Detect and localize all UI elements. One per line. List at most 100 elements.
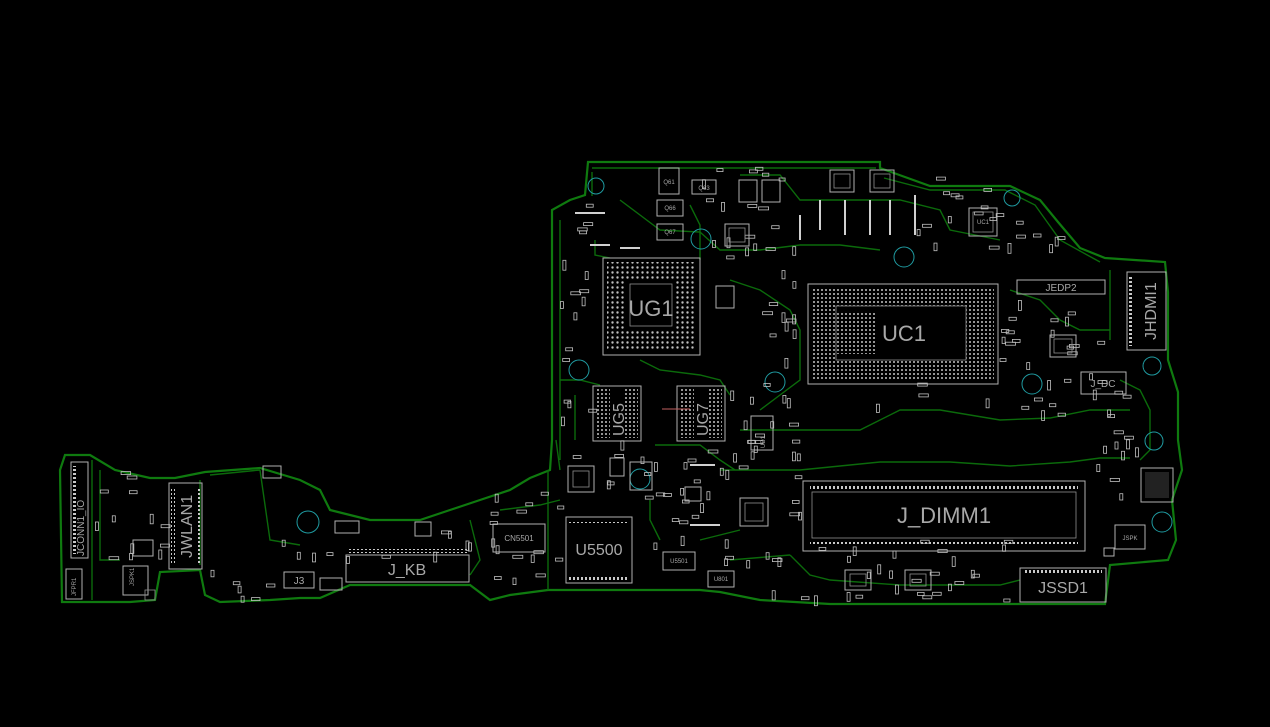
passive-part bbox=[1041, 410, 1045, 421]
j-kb-connector: J_KB bbox=[345, 549, 470, 583]
passive-part bbox=[1114, 390, 1124, 395]
passive-part bbox=[936, 176, 946, 181]
passive-part bbox=[746, 560, 751, 569]
passive-part bbox=[579, 289, 590, 294]
passive-part bbox=[654, 462, 658, 472]
passive-part bbox=[326, 552, 334, 556]
passive-part bbox=[725, 555, 734, 560]
u5500-label: U5500 bbox=[575, 542, 622, 559]
passive-part bbox=[1064, 378, 1072, 383]
passive-part bbox=[126, 475, 138, 480]
passive-part bbox=[640, 456, 645, 464]
passive-part bbox=[1097, 340, 1106, 345]
passive-part bbox=[1047, 380, 1051, 391]
passive-part bbox=[786, 318, 797, 323]
jhdmi1-connector: JHDMI1 bbox=[1126, 271, 1167, 351]
passive-part bbox=[1097, 380, 1108, 385]
passive-part bbox=[753, 243, 758, 251]
passive-part bbox=[653, 542, 658, 550]
passive-part bbox=[733, 453, 737, 463]
passive-part bbox=[999, 358, 1007, 362]
passive-part bbox=[744, 234, 756, 239]
passive-part bbox=[920, 539, 930, 544]
ud1-label: UD1 bbox=[761, 435, 767, 448]
passive-part bbox=[988, 245, 1000, 250]
passive-part bbox=[1007, 242, 1012, 254]
passive-part bbox=[777, 557, 782, 567]
passive-part bbox=[846, 592, 851, 602]
passive-part bbox=[955, 195, 964, 200]
passive-part bbox=[1121, 450, 1125, 461]
passive-part bbox=[160, 524, 171, 529]
passive-part bbox=[1050, 318, 1059, 323]
passive-part bbox=[745, 247, 749, 257]
passive-part bbox=[1113, 430, 1124, 435]
passive-part bbox=[781, 270, 786, 280]
passive-part bbox=[99, 489, 109, 494]
passive-part bbox=[918, 393, 929, 398]
passive-part bbox=[533, 550, 544, 555]
passive-part bbox=[1054, 236, 1059, 247]
passive-part bbox=[706, 491, 711, 501]
jspk-connector: JSPK bbox=[1114, 524, 1146, 550]
passive-part bbox=[691, 514, 700, 519]
passive-part bbox=[620, 440, 625, 451]
passive-part bbox=[771, 225, 780, 230]
jconn1-io-label: JCONN1_IO bbox=[76, 500, 87, 556]
passive-part bbox=[1026, 362, 1031, 370]
passive-part bbox=[584, 271, 589, 280]
passive-part bbox=[712, 239, 716, 248]
passive-part bbox=[1103, 445, 1107, 454]
j3-connector: J3 bbox=[283, 571, 315, 589]
passive-part bbox=[381, 554, 391, 559]
passive-part bbox=[726, 255, 735, 260]
passive-part bbox=[1021, 405, 1030, 410]
passive-part bbox=[730, 390, 735, 401]
passive-part bbox=[447, 531, 452, 539]
passive-part bbox=[567, 400, 572, 409]
passive-part bbox=[1016, 234, 1026, 239]
passive-part bbox=[1109, 477, 1120, 482]
passive-part bbox=[792, 499, 800, 504]
small-labeled-chips: Q61 Q63 Q66 Q67 U5501 UD1 U801 UC1 bbox=[656, 167, 998, 588]
passive-part bbox=[951, 556, 956, 567]
passive-part bbox=[680, 535, 685, 546]
passive-part bbox=[494, 493, 499, 503]
passive-part bbox=[1018, 299, 1022, 311]
passive-part bbox=[572, 455, 582, 459]
passive-part bbox=[933, 242, 938, 252]
passive-part bbox=[753, 445, 758, 453]
passive-part bbox=[796, 453, 801, 462]
passive-part bbox=[1069, 344, 1080, 348]
passive-part bbox=[948, 583, 952, 592]
passive-part bbox=[755, 166, 764, 171]
passive-part bbox=[1050, 329, 1055, 338]
passive-part bbox=[128, 490, 138, 495]
qfn-chips bbox=[132, 169, 1174, 591]
passive-part bbox=[588, 408, 598, 413]
passive-part bbox=[1002, 544, 1006, 552]
passive-part bbox=[917, 592, 925, 596]
passive-part bbox=[855, 594, 864, 599]
passive-part bbox=[716, 168, 724, 173]
passive-part bbox=[570, 291, 581, 296]
passive-part bbox=[725, 469, 730, 480]
passive-part bbox=[789, 512, 800, 517]
passive-components bbox=[95, 166, 1139, 607]
passive-part bbox=[932, 591, 942, 596]
passive-part bbox=[781, 312, 786, 323]
passive-part bbox=[1057, 236, 1066, 241]
passive-part bbox=[749, 169, 758, 174]
passive-part bbox=[772, 558, 783, 562]
passive-part bbox=[663, 492, 672, 497]
q61-label: Q61 bbox=[663, 180, 675, 186]
passive-part bbox=[792, 281, 797, 289]
passive-part bbox=[895, 584, 899, 595]
passive-part bbox=[465, 540, 470, 552]
passive-part bbox=[1092, 389, 1097, 401]
passive-part bbox=[794, 475, 803, 480]
passive-part bbox=[750, 451, 755, 460]
passive-part bbox=[1114, 441, 1119, 450]
passive-part bbox=[771, 590, 776, 601]
